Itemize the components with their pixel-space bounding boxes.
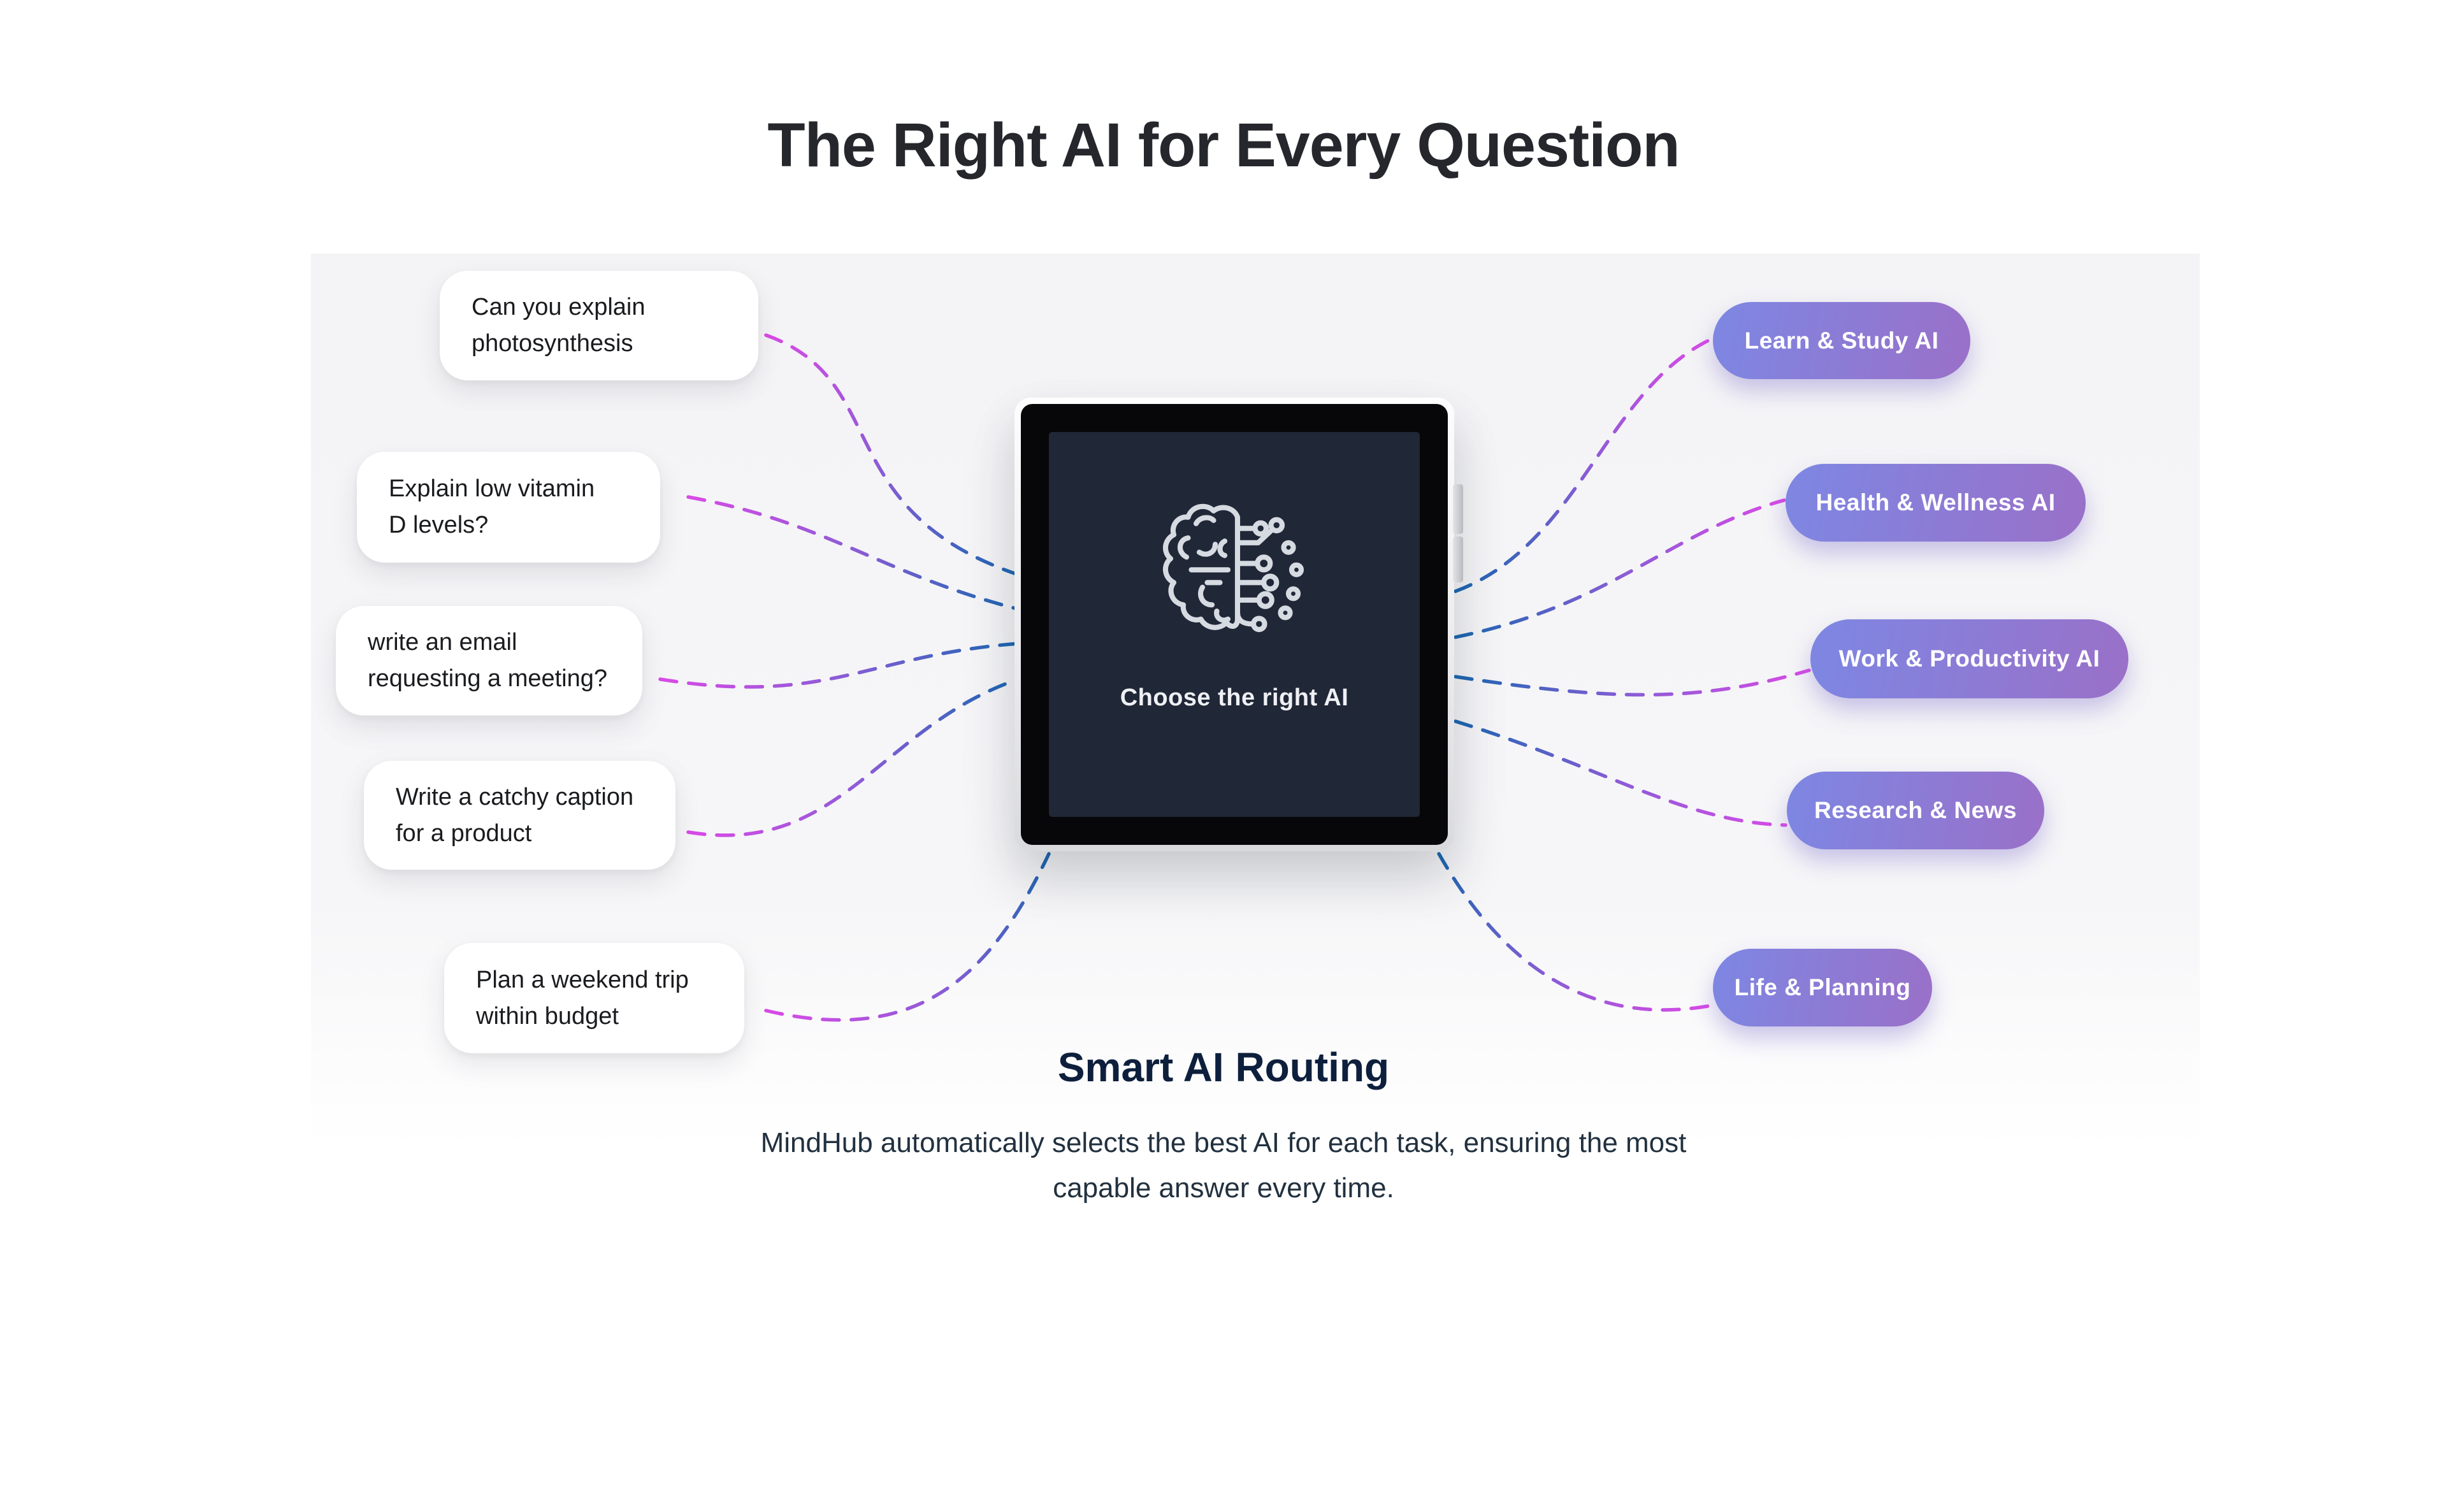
question-bubble-photosynthesis: Can you explain photosynthesis <box>440 271 758 380</box>
question-bubble-label: Explain low vitamin D levels? <box>389 475 595 538</box>
category-pill-research-news: Research & News <box>1787 772 2044 849</box>
device-side-button-top <box>1453 484 1463 534</box>
connector-path <box>658 642 1020 689</box>
device-screen: Choose the right AI <box>1049 432 1420 817</box>
category-pill-life-planning: Life & Planning <box>1713 949 1932 1026</box>
page-title: The Right AI for Every Question <box>767 110 1680 180</box>
question-bubble-label: write an email requesting a meeting? <box>368 629 608 692</box>
device-bezel: Choose the right AI <box>1021 404 1448 845</box>
device-screen-label: Choose the right AI <box>1120 684 1349 711</box>
connector-path <box>686 495 1020 611</box>
connector-path <box>1437 852 1714 1012</box>
question-bubble-label: Plan a weekend trip within budget <box>476 966 689 1030</box>
category-pill-label: Research & News <box>1814 797 2018 823</box>
question-bubble-vitamin-d: Explain low vitamin D levels? <box>357 452 660 563</box>
connector-path <box>1454 668 1811 697</box>
ai-router-device: Choose the right AI <box>1014 398 1463 851</box>
connector-path <box>1454 498 1786 639</box>
category-pill-health-wellness: Health & Wellness AI <box>1786 464 2086 542</box>
question-bubble-label: Can you explain photosynthesis <box>472 294 646 357</box>
category-pill-label: Learn & Study AI <box>1744 327 1939 354</box>
category-pill-work-productivity: Work & Productivity AI <box>1810 619 2128 698</box>
question-bubble-email-meeting: write an email requesting a meeting? <box>336 606 642 716</box>
question-bubble-label: Write a catchy caption for a product <box>396 783 634 847</box>
question-bubble-catchy-caption: Write a catchy caption for a product <box>364 761 675 870</box>
routing-description: MindHub automatically selects the best A… <box>760 1127 1687 1204</box>
connector-path <box>686 677 1020 837</box>
category-pill-label: Health & Wellness AI <box>1815 489 2056 515</box>
brain-circuit-icon <box>1163 503 1304 633</box>
connector-path <box>764 333 1020 577</box>
connector-path <box>764 852 1051 1022</box>
connector-path <box>1454 719 1787 827</box>
device-side-button-bottom <box>1453 536 1463 582</box>
category-pill-learn-study: Learn & Study AI <box>1713 302 1970 379</box>
category-pill-label: Work & Productivity AI <box>1838 645 2100 672</box>
connector-path <box>1454 337 1714 593</box>
question-bubble-weekend-trip: Plan a weekend trip within budget <box>444 943 744 1053</box>
category-pill-label: Life & Planning <box>1734 974 1911 1000</box>
routing-heading: Smart AI Routing <box>1057 1044 1390 1090</box>
